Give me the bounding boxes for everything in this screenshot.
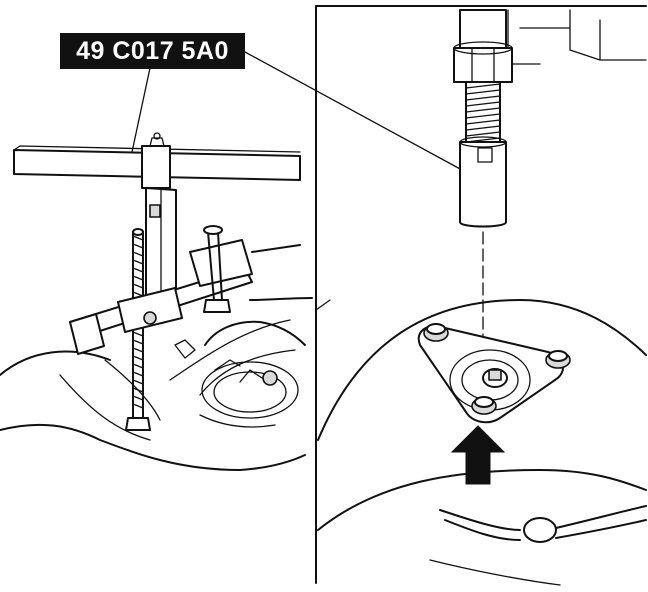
- label-leader-right: [244, 51, 463, 171]
- up-arrow-icon: [450, 425, 506, 485]
- detail-inset: [315, 5, 647, 586]
- plate-stud-left: [423, 323, 449, 342]
- label-leader-left: [131, 67, 151, 153]
- left-tool-assembly: [0, 132, 313, 471]
- threaded-shaft: [465, 81, 501, 143]
- plate-stud-right: [545, 350, 571, 369]
- tool-number-label: 49 C017 5A0: [60, 33, 245, 69]
- plate-stud-bottom: [471, 396, 497, 415]
